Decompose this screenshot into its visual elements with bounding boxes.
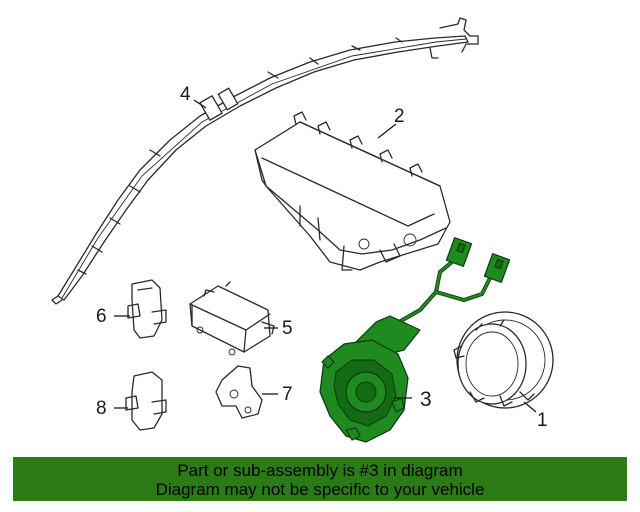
part-7-bracket[interactable]	[215, 365, 263, 419]
info-banner: Part or sub-assembly is #3 in diagram Di…	[13, 457, 627, 501]
parts-diagram: 1 2 3 4 5 6 7 8	[51, 17, 554, 443]
part-4-curtain-airbag[interactable]	[51, 17, 479, 305]
part-2-passenger-airbag[interactable]	[254, 111, 451, 271]
callout-7: 7	[282, 384, 293, 405]
callout-5: 5	[282, 318, 293, 339]
banner-line-1: Part or sub-assembly is #3 in diagram	[177, 461, 463, 480]
callout-8: 8	[96, 398, 107, 419]
part-3-clock-spring[interactable]	[319, 237, 511, 443]
part-6-sensor[interactable]	[127, 279, 167, 339]
banner-line-2: Diagram may not be specific to your vehi…	[155, 480, 485, 499]
leader-lines	[114, 99, 537, 413]
callout-4: 4	[180, 84, 191, 105]
part-1-driver-airbag[interactable]	[453, 311, 554, 409]
callout-3: 3	[420, 388, 432, 411]
callout-1: 1	[537, 410, 548, 431]
callout-2: 2	[394, 106, 405, 127]
callout-6: 6	[96, 306, 107, 327]
part-5-control-module[interactable]	[189, 281, 275, 356]
part-8-sensor[interactable]	[125, 371, 167, 431]
